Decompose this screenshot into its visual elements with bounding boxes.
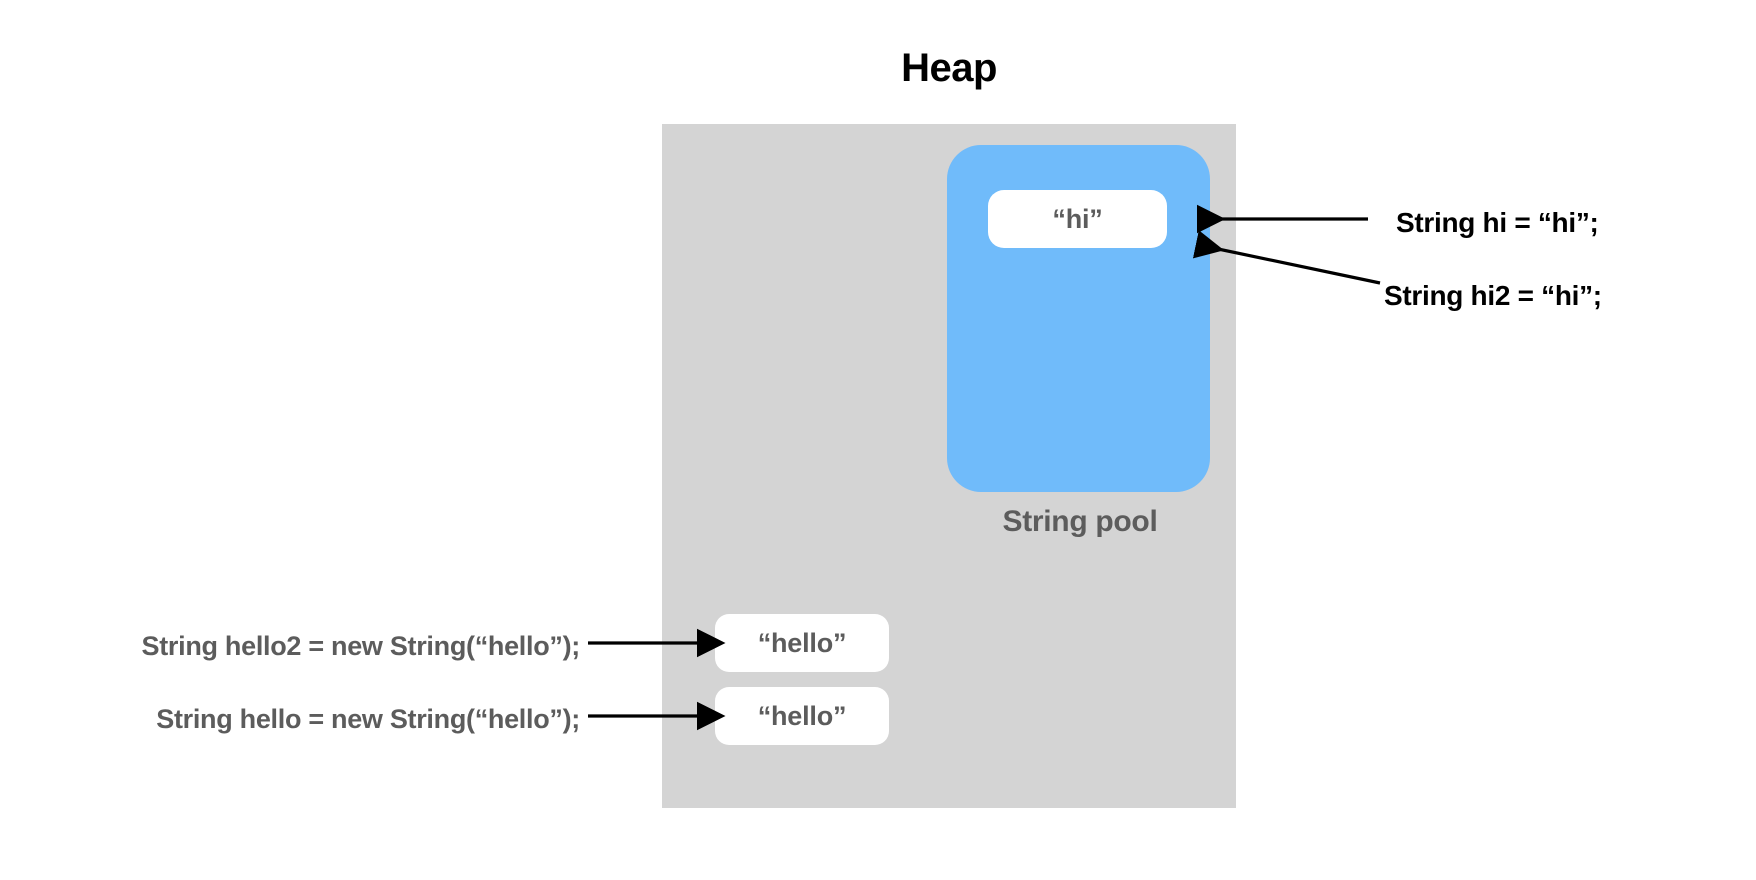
annotation-string-hi2: String hi2 = “hi”; xyxy=(1384,280,1602,311)
annotation-string-hello: String hello = new String(“hello”); xyxy=(156,704,580,734)
string-object-hi: “hi” xyxy=(988,190,1167,248)
string-object-hello-a: “hello” xyxy=(715,614,889,672)
string-object-hello-b: “hello” xyxy=(715,687,889,745)
annotation-string-hello2: String hello2 = new String(“hello”); xyxy=(141,631,581,661)
annotation-string-hi: String hi = “hi”; xyxy=(1396,207,1599,238)
string-pool-label: String pool xyxy=(1002,505,1158,538)
page-title: Heap xyxy=(901,46,997,90)
